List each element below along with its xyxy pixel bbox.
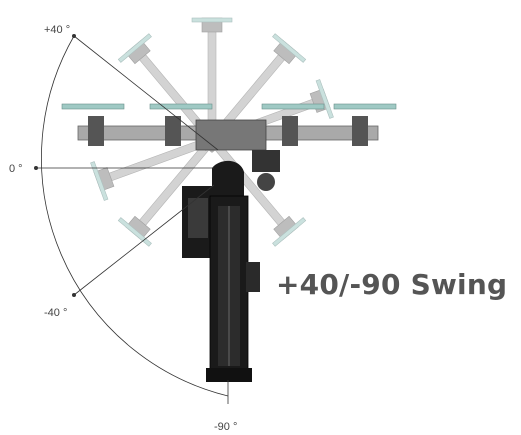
tick-minus40 xyxy=(72,293,76,297)
swing-range-headline: +40/-90 Swing xyxy=(276,268,508,301)
ref-line-plus40 xyxy=(73,35,219,151)
horizontal-beam xyxy=(61,103,397,151)
tick-plus40 xyxy=(72,34,76,38)
swing-arc xyxy=(36,35,229,404)
arc-ticks xyxy=(34,34,76,297)
tick-zero xyxy=(34,166,38,170)
ref-line-minus40 xyxy=(73,184,215,296)
label-minus90: -90 ° xyxy=(214,421,237,433)
machine-main xyxy=(182,150,280,382)
label-minus40: -40 ° xyxy=(44,307,67,319)
label-zero: 0 ° xyxy=(9,163,23,175)
label-plus40: +40 ° xyxy=(44,24,70,36)
